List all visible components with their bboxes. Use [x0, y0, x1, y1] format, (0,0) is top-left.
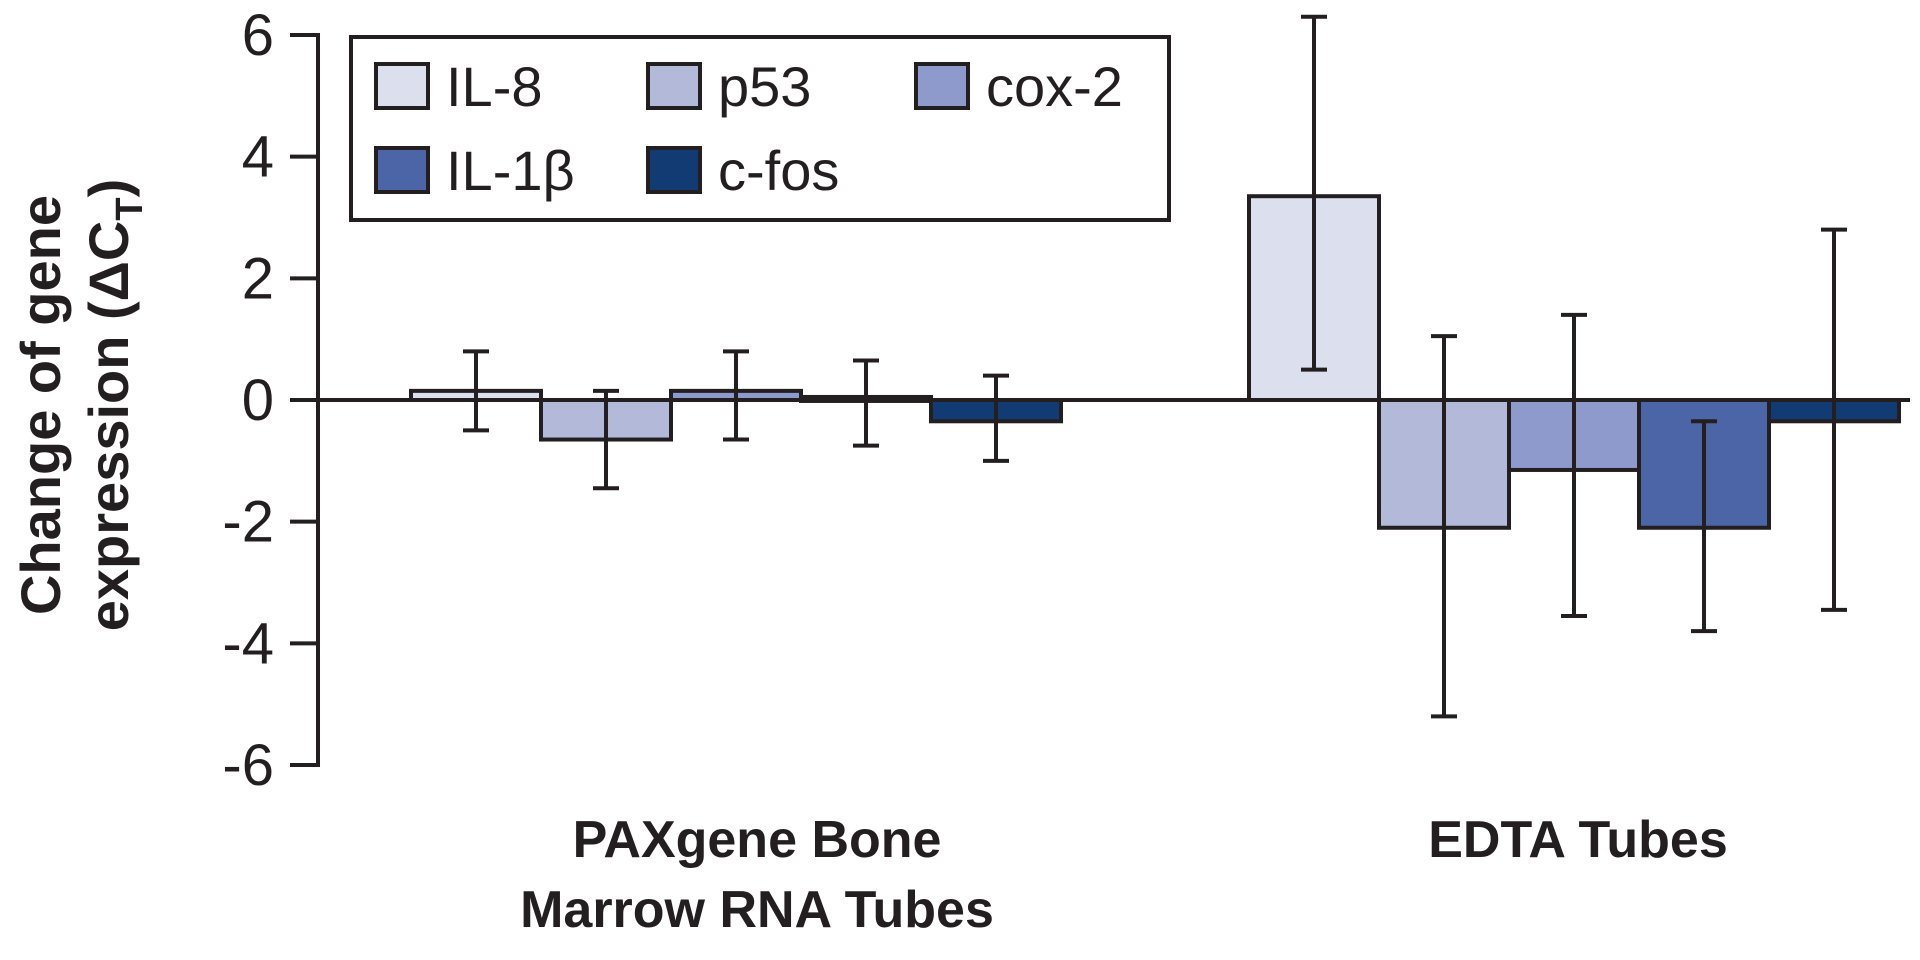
y-axis-title-line1: Change of gene [9, 195, 72, 615]
category-label: EDTA Tubes [1428, 811, 1727, 869]
legend-swatch-IL-1β [374, 146, 430, 194]
y-tick-label: 4 [242, 125, 274, 190]
category-label: PAXgene Bone [573, 811, 942, 869]
y-tick-label: -6 [222, 733, 274, 798]
y-tick-label: 0 [242, 368, 274, 433]
legend-label-IL-8: IL-8 [446, 55, 543, 118]
legend: IL-8 p53 cox-2IL-1β c-fos [349, 35, 1171, 222]
y-tick-label: 2 [242, 246, 274, 311]
legend-label-c-fos: c-fos [718, 139, 839, 202]
y-axis-title: Change of gene expression (ΔCT) [9, 179, 151, 631]
legend-swatch-p53 [646, 62, 702, 110]
legend-label-IL-1β: IL-1β [446, 139, 575, 202]
legend-swatch-cox-2 [914, 62, 970, 110]
y-tick-label: 6 [242, 3, 274, 68]
y-axis-title-line2: expression (ΔCT) [77, 179, 151, 631]
y-tick-label: -4 [222, 611, 274, 676]
legend-label-p53: p53 [718, 55, 811, 118]
legend-label-cox-2: cox-2 [986, 55, 1123, 118]
legend-swatch-c-fos [646, 146, 702, 194]
category-label: Marrow RNA Tubes [520, 881, 994, 939]
legend-swatch-IL-8 [374, 62, 430, 110]
y-tick-label: -2 [222, 490, 274, 555]
y-axis: 6 4 2 0 -2 -4 -6 [222, 3, 320, 798]
legend-box [349, 35, 1171, 222]
